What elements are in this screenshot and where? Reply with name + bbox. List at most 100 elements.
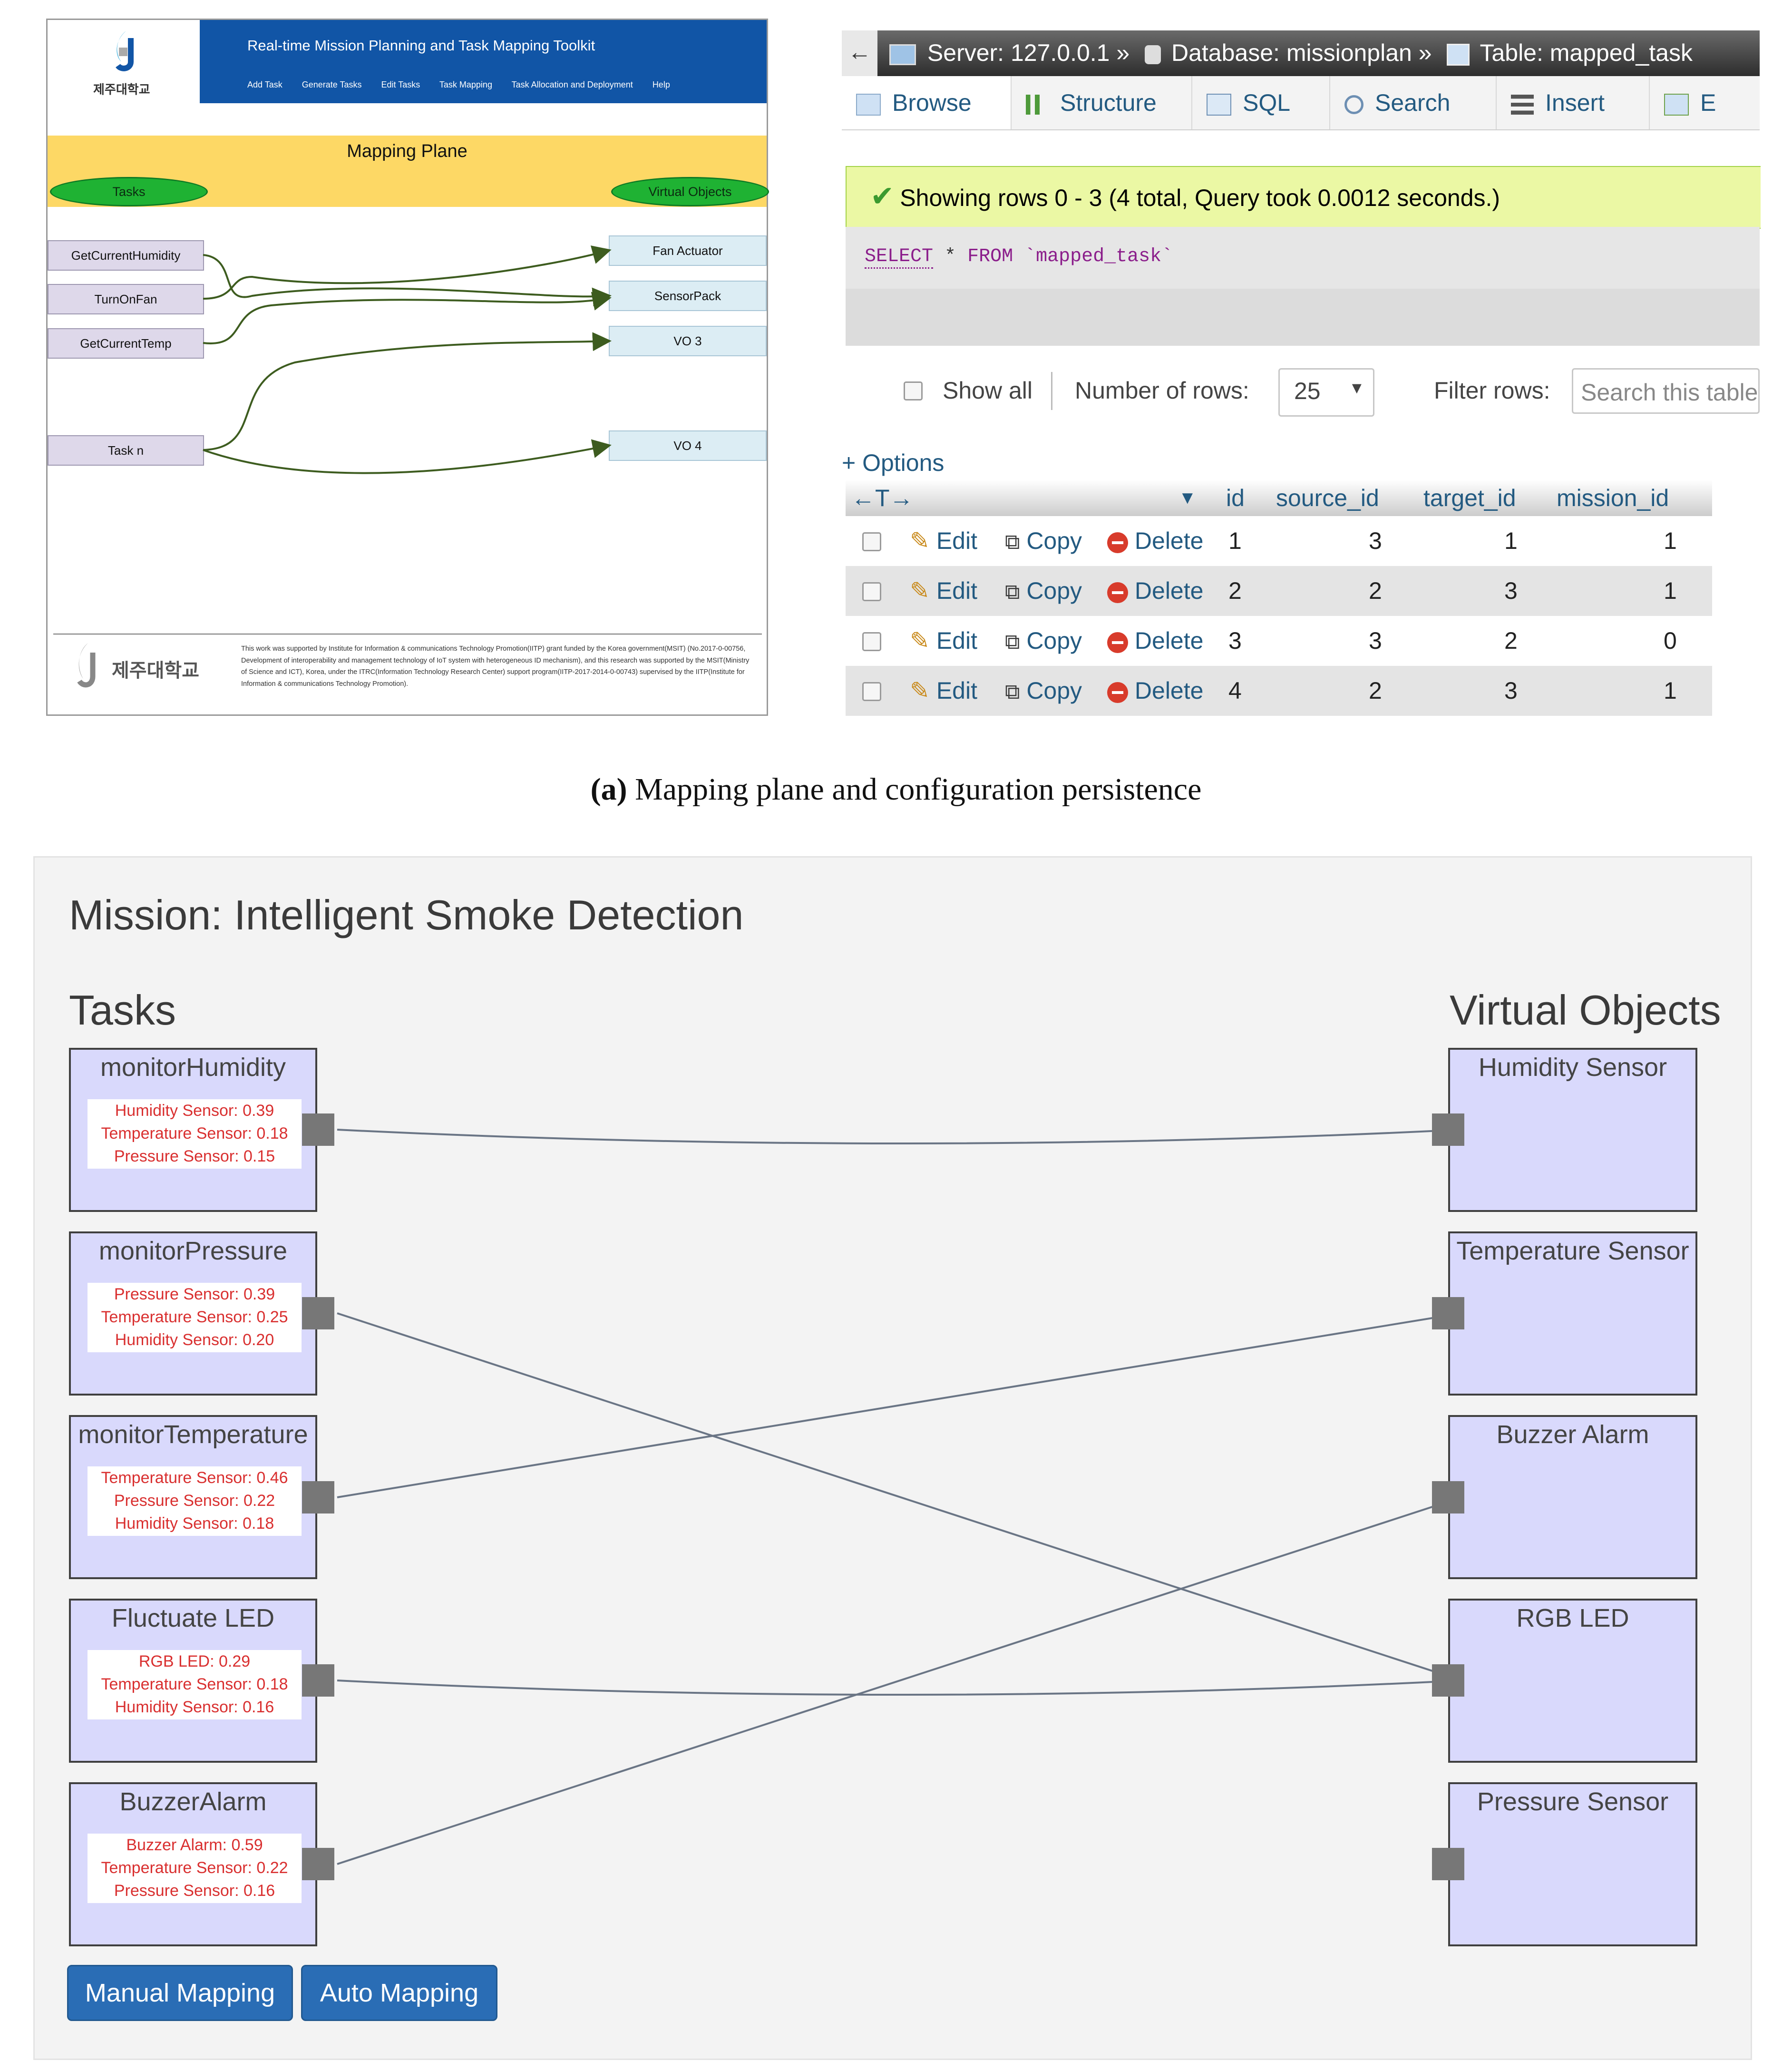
cell-source-id: 3 xyxy=(1369,627,1382,654)
task-buzzer-alarm[interactable]: BuzzerAlarm Buzzer Alarm: 0.59 Temperatu… xyxy=(69,1782,317,1946)
row-delete-action[interactable]: Delete xyxy=(1107,516,1203,566)
vo-rgb-led[interactable]: RGB LED xyxy=(1448,1599,1697,1763)
row-edit-action[interactable]: ✎ Edit xyxy=(910,566,977,616)
pencil-icon: ✎ xyxy=(910,627,930,654)
back-arrow-icon[interactable]: ← xyxy=(842,30,877,76)
toolkit-mapping-links xyxy=(203,245,612,474)
task-output-port[interactable] xyxy=(302,1848,334,1880)
tab-export[interactable]: E xyxy=(1650,76,1760,129)
number-of-rows-select[interactable]: 25 ▼ xyxy=(1278,368,1374,417)
vo-input-port[interactable] xyxy=(1432,1664,1464,1697)
row-copy-action[interactable]: ⧉ Copy xyxy=(1005,566,1082,617)
breadcrumb-server[interactable]: Server: 127.0.0.1 » xyxy=(927,39,1130,66)
task-fluctuate-led[interactable]: Fluctuate LED RGB LED: 0.29 Temperature … xyxy=(69,1599,317,1763)
task-probability: Temperature Sensor: 0.18 xyxy=(101,1124,288,1142)
phpmyadmin-panel: ← Server: 127.0.0.1 » Database: missionp… xyxy=(842,30,1761,720)
vo-4[interactable]: VO 4 xyxy=(609,430,767,461)
vo-fan-actuator[interactable]: Fan Actuator xyxy=(609,235,767,266)
vo-temperature-sensor[interactable]: Temperature Sensor xyxy=(1448,1231,1697,1396)
task-turn-on-fan[interactable]: TurnOnFan xyxy=(48,284,204,314)
link-monitortemperature-temperature-sensor xyxy=(337,1312,1462,1498)
virtual-objects-ellipse: Virtual Objects xyxy=(611,177,769,206)
row-delete-action[interactable]: Delete xyxy=(1107,666,1203,716)
tab-insert-label: Insert xyxy=(1545,89,1605,116)
row-checkbox[interactable] xyxy=(862,632,881,651)
task-monitor-pressure[interactable]: monitorPressure Pressure Sensor: 0.39 Te… xyxy=(69,1231,317,1396)
column-resize-arrows[interactable]: ←T→ xyxy=(851,485,914,511)
copy-label: Copy xyxy=(1026,527,1082,554)
col-target-id[interactable]: target_id xyxy=(1423,485,1516,511)
row-delete-action[interactable]: Delete xyxy=(1107,566,1203,616)
nav-task-mapping[interactable]: Task Mapping xyxy=(439,80,492,89)
row-copy-action[interactable]: ⧉ Copy xyxy=(1005,666,1082,717)
edit-label: Edit xyxy=(936,677,977,704)
checkmark-icon: ✔ xyxy=(870,180,895,212)
row-checkbox[interactable] xyxy=(862,682,881,701)
row-copy-action[interactable]: ⧉ Copy xyxy=(1005,616,1082,667)
row-copy-action[interactable]: ⧉ Copy xyxy=(1005,516,1082,567)
task-probability: Temperature Sensor: 0.25 xyxy=(101,1308,288,1326)
vo-input-port[interactable] xyxy=(1432,1481,1464,1513)
copy-icon: ⧉ xyxy=(1005,630,1020,654)
row-edit-action[interactable]: ✎ Edit xyxy=(910,616,977,666)
nav-task-allocation[interactable]: Task Allocation and Deployment xyxy=(511,80,633,89)
task-output-port[interactable] xyxy=(302,1297,334,1329)
task-monitor-temperature[interactable]: monitorTemperature Temperature Sensor: 0… xyxy=(69,1415,317,1579)
breadcrumb-database[interactable]: Database: missionplan » xyxy=(1171,39,1432,66)
options-link[interactable]: + Options xyxy=(842,449,945,476)
nav-generate-tasks[interactable]: Generate Tasks xyxy=(302,80,362,89)
tab-structure[interactable]: Structure xyxy=(1012,76,1192,129)
copy-label: Copy xyxy=(1026,577,1082,604)
sort-arrow-icon[interactable]: ▼ xyxy=(1178,488,1197,508)
row-delete-action[interactable]: Delete xyxy=(1107,616,1203,666)
task-name: monitorTemperature xyxy=(78,1420,308,1449)
row-checkbox[interactable] xyxy=(862,532,881,551)
col-id[interactable]: id xyxy=(1226,485,1245,511)
tab-sql[interactable]: SQL xyxy=(1192,76,1330,129)
task-monitor-humidity[interactable]: monitorHumidity Humidity Sensor: 0.39 Te… xyxy=(69,1048,317,1212)
vo-buzzer-alarm[interactable]: Buzzer Alarm xyxy=(1448,1415,1697,1579)
vo-input-port[interactable] xyxy=(1432,1297,1464,1329)
row-edit-action[interactable]: ✎ Edit xyxy=(910,666,977,716)
vo-input-port[interactable] xyxy=(1432,1113,1464,1146)
tab-search[interactable]: Search xyxy=(1330,76,1497,129)
task-get-current-temp[interactable]: GetCurrentTemp xyxy=(48,328,204,359)
filter-rows-input[interactable]: Search this table xyxy=(1572,368,1760,414)
breadcrumb: Server: 127.0.0.1 » Database: missionpla… xyxy=(889,39,1693,67)
tab-insert[interactable]: Insert xyxy=(1497,76,1650,129)
nav-add-task[interactable]: Add Task xyxy=(247,80,282,89)
col-source-id[interactable]: source_id xyxy=(1276,485,1379,511)
tasks-ellipse: Tasks xyxy=(50,177,208,206)
col-mission-id[interactable]: mission_id xyxy=(1557,485,1669,511)
auto-mapping-button[interactable]: Auto Mapping xyxy=(301,1965,497,2021)
tab-browse[interactable]: Browse xyxy=(842,76,1012,129)
task-output-port[interactable] xyxy=(302,1664,334,1697)
task-output-port[interactable] xyxy=(302,1113,334,1146)
breadcrumb-table[interactable]: Table: mapped_task xyxy=(1480,39,1693,66)
vo-input-port[interactable] xyxy=(1432,1848,1464,1880)
manual-mapping-button[interactable]: Manual Mapping xyxy=(67,1965,293,2021)
row-checkbox[interactable] xyxy=(862,582,881,601)
delete-label: Delete xyxy=(1134,577,1204,604)
link-temp-sensorpack xyxy=(203,292,612,345)
task-output-port[interactable] xyxy=(302,1481,334,1513)
delete-label: Delete xyxy=(1134,627,1204,654)
task-get-current-humidity[interactable]: GetCurrentHumidity xyxy=(48,240,204,271)
footer-divider xyxy=(53,634,762,635)
vo-sensorpack[interactable]: SensorPack xyxy=(609,281,767,311)
show-all-checkbox[interactable] xyxy=(904,381,923,400)
delete-icon xyxy=(1107,532,1128,553)
vo-3[interactable]: VO 3 xyxy=(609,326,767,356)
task-n[interactable]: Task n xyxy=(48,435,204,466)
vo-name: Temperature Sensor xyxy=(1456,1237,1689,1265)
nav-edit-tasks[interactable]: Edit Tasks xyxy=(381,80,420,89)
mission-title: Mission: Intelligent Smoke Detection xyxy=(69,891,744,938)
delete-icon xyxy=(1107,632,1128,653)
row-edit-action[interactable]: ✎ Edit xyxy=(910,516,977,566)
nav-help[interactable]: Help xyxy=(652,80,670,89)
footer-logo-icon xyxy=(77,643,96,688)
vo-pressure-sensor[interactable]: Pressure Sensor xyxy=(1448,1782,1697,1946)
vo-humidity-sensor[interactable]: Humidity Sensor xyxy=(1448,1048,1697,1212)
